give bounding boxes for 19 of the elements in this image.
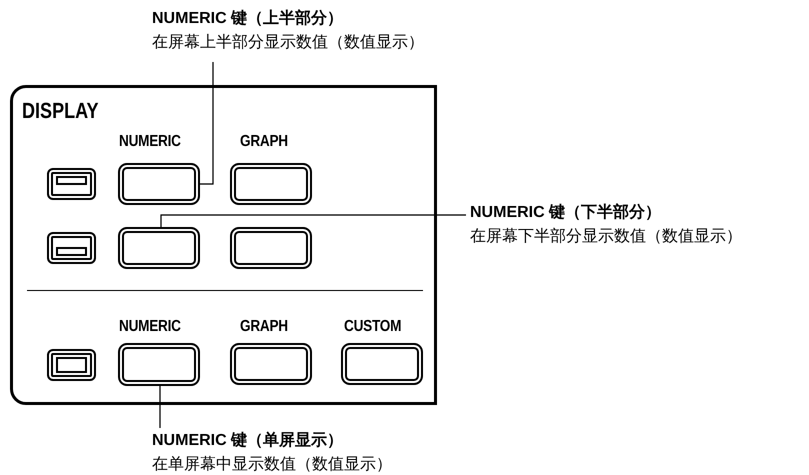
leader-line xyxy=(160,214,466,227)
key-button xyxy=(118,163,200,205)
leader-line xyxy=(159,386,161,428)
callout-heading: NUMERIC 键（上半部分） xyxy=(152,8,344,29)
control-panel xyxy=(10,85,437,405)
panel-title: DISPLAY xyxy=(22,98,99,124)
leader-line xyxy=(200,62,214,185)
key-label: CUSTOM xyxy=(344,318,402,336)
callout-text: 在单屏幕中显示数值（数值显示） xyxy=(152,454,393,475)
callout-heading: NUMERIC 键（下半部分） xyxy=(470,202,662,223)
key-label: GRAPH xyxy=(240,318,288,336)
callout-text: 在屏幕下半部分显示数值（数值显示） xyxy=(470,226,743,247)
key-label: NUMERIC xyxy=(119,318,181,336)
callout-heading: NUMERIC 键（单屏显示） xyxy=(152,430,344,451)
key-button xyxy=(118,227,200,269)
key-label: NUMERIC xyxy=(119,133,181,151)
callout-text: 在屏幕上半部分显示数值（数值显示） xyxy=(152,32,425,53)
key-button xyxy=(118,343,200,386)
key-label: GRAPH xyxy=(240,133,288,151)
